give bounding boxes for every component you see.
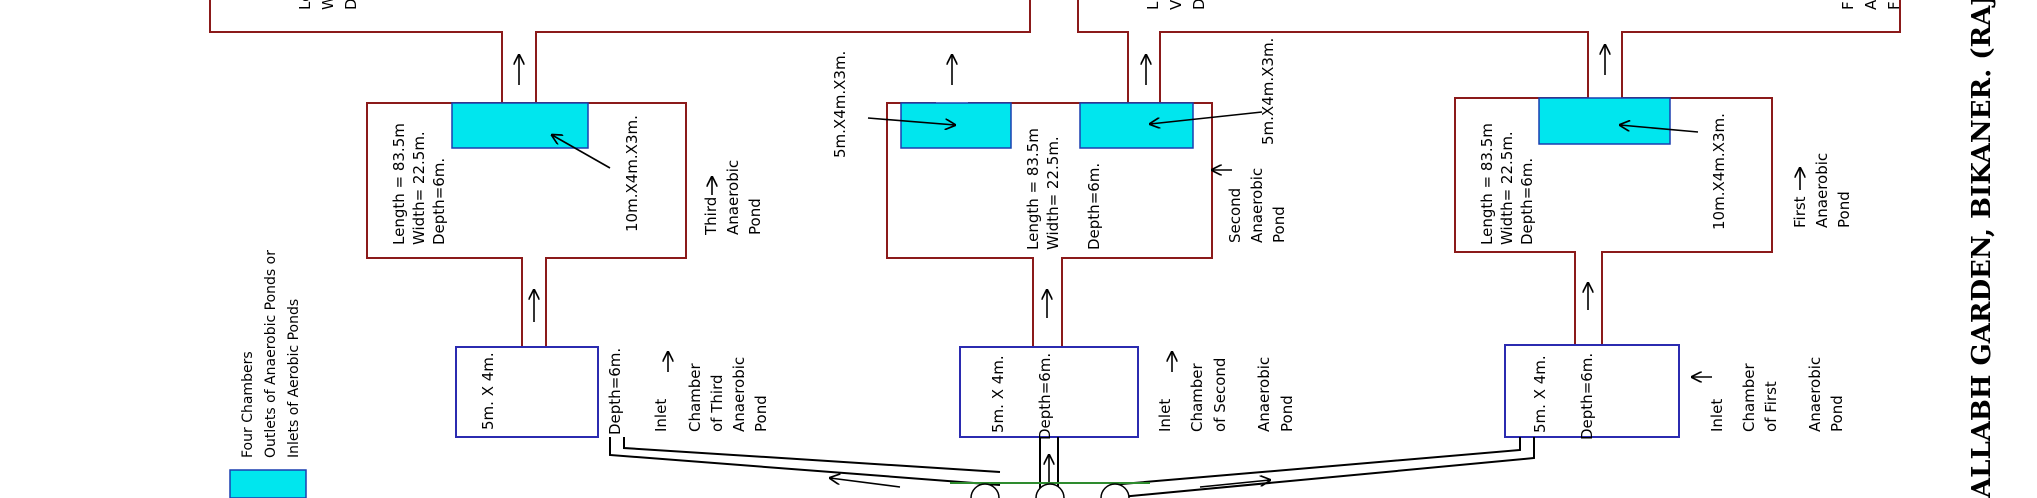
inlet-first-depth: Depth=6m. <box>1578 353 1596 440</box>
aerobic-pond-right-partial: L V D F A F <box>1077 0 1903 104</box>
second-chamber-left-pointer <box>867 117 955 125</box>
first-pond-depth: Depth=6m. <box>1518 158 1536 245</box>
second-pond-name-3: Pond <box>1270 206 1288 243</box>
aerobic-mid-length-partial: L <box>1144 1 1162 10</box>
inlet-chamber-second: 5m. X 4m. Depth=6m. Inlet Chamber of Sec… <box>959 346 1296 440</box>
legend-cyan-swatch <box>229 469 307 498</box>
second-chamber-left-size: 5m.X4m.X3m. <box>831 51 849 158</box>
inlet-second-size: 5m. X 4m. <box>989 355 1007 433</box>
second-chamber-right-size: 5m.X4m.X3m. <box>1259 38 1277 145</box>
inlet-second-name-2: Chamber <box>1188 362 1206 432</box>
third-pond-name-2: Anaerobic <box>724 160 742 235</box>
flow-arrow-to-first-inlet <box>1199 480 1270 488</box>
aerobic-right-line2-partial: A <box>1862 0 1880 10</box>
first-chamber-pointer <box>1620 125 1699 133</box>
inlet-chamber-third: 5m. X 4m. Depth=6m. Inlet Chamber of Thi… <box>455 346 770 438</box>
legend-line-3: Inlets of Aerobic Ponds <box>286 299 302 458</box>
third-pond-name-1: Third <box>702 197 720 236</box>
third-pond-length: Length = 83.5m <box>390 123 408 245</box>
aerobic-left-length-partial: Le <box>296 0 314 10</box>
inlet-third-name-5: Pond <box>752 395 770 432</box>
legend: Four Chambers Outlets of Anaerobic Ponds… <box>229 250 307 498</box>
legend-line-2: Outlets of Anaerobic Ponds or <box>263 250 279 458</box>
inlet-third-name-2: Chamber <box>686 362 704 432</box>
inlet-first-name-3: of First <box>1762 381 1780 432</box>
inlet-first-name-4: Anaerobic <box>1806 357 1824 432</box>
inlet-third-name-4: Anaerobic <box>730 357 748 432</box>
inlet-second-name-4: Anaerobic <box>1255 357 1273 432</box>
aerobic-left-depth-partial: D <box>342 0 360 10</box>
pump-circle-right <box>1100 483 1130 498</box>
third-pond-depth: Depth=6m. <box>430 158 448 245</box>
inlet-third-name-1: Inlet <box>652 399 670 432</box>
first-outlet-chamber <box>1538 97 1671 145</box>
aerobic-right-line1-partial: F <box>1839 1 1857 10</box>
first-pond-name-3: Pond <box>1835 191 1853 228</box>
first-chamber-size: 10m.X4m.X3m. <box>1710 113 1728 230</box>
third-outlet-chamber <box>451 102 589 149</box>
aerobic-mid-width-partial: V <box>1167 0 1185 10</box>
aerobic-right-line3-partial: F <box>1885 1 1903 10</box>
first-pond-length: Length = 83.5m <box>1478 123 1496 245</box>
inlet-second-name-5: Pond <box>1278 395 1296 432</box>
second-anaerobic-pond: 5m.X4m.X3m. 5m.X4m.X3m. Length = 83.5m W… <box>831 38 1288 348</box>
first-pond-name-2: Anaerobic <box>1813 153 1831 228</box>
third-chamber-size: 10m.X4m.X3m. <box>623 115 641 232</box>
second-pond-name-1: Second <box>1226 188 1244 243</box>
flow-arrow-to-third-inlet <box>830 478 901 488</box>
pump-circle-mid <box>1035 483 1065 498</box>
inlet-chamber-first: 5m. X 4m. Depth=6m. Inlet Chamber of Fir… <box>1504 344 1846 440</box>
inlet-third-size: 5m. X 4m. <box>479 352 497 430</box>
second-pond-name-2: Anaerobic <box>1248 168 1266 243</box>
aerobic-left-width-partial: W <box>319 0 337 10</box>
pump-circle-left <box>970 483 1000 498</box>
third-pond-name-3: Pond <box>746 198 764 235</box>
inlet-first-name-5: Pond <box>1828 395 1846 432</box>
distribution-pipes <box>609 437 1535 498</box>
inlet-third-depth: Depth=6m. <box>606 348 624 435</box>
third-anaerobic-pond: Length = 83.5m Width= 22.5m. Depth=6m. 1… <box>366 102 764 348</box>
first-anaerobic-pond: Length = 83.5m Width= 22.5m. Depth=6m. 1… <box>1454 97 1853 348</box>
second-pond-width: Width= 22.5m. <box>1044 136 1062 250</box>
inlet-second-name-3: of Second <box>1211 358 1229 432</box>
inlet-second-depth: Depth=6m. <box>1036 353 1054 440</box>
inlet-second-name-1: Inlet <box>1156 399 1174 432</box>
second-outlet-chamber-left <box>900 102 1012 149</box>
inlet-first-size: 5m. X 4m. <box>1531 355 1549 433</box>
aerobic-mid-depth-partial: D <box>1190 0 1208 10</box>
first-pond-name-1: First <box>1791 196 1809 228</box>
legend-line-1: Four Chambers <box>240 351 256 458</box>
second-pond-length: Length = 83.5m <box>1024 128 1042 250</box>
first-pond-width: Width= 22.5m. <box>1498 131 1516 245</box>
second-chamber-right-pointer <box>1150 111 1263 124</box>
inlet-first-name-2: Chamber <box>1740 362 1758 432</box>
inlet-third-name-3: of Third <box>708 375 726 433</box>
second-pond-depth: Depth=6m. <box>1085 163 1103 250</box>
third-chamber-pointer <box>552 135 611 169</box>
third-pond-width: Width= 22.5m. <box>410 131 428 245</box>
aerobic-pond-left-partial: Le W D <box>209 0 1031 104</box>
second-outlet-chamber-right <box>1079 102 1194 149</box>
inlet-first-name-1: Inlet <box>1708 399 1726 432</box>
page-title: ALLABH GARDEN, BIKANER. (RAJ <box>1967 0 1997 498</box>
